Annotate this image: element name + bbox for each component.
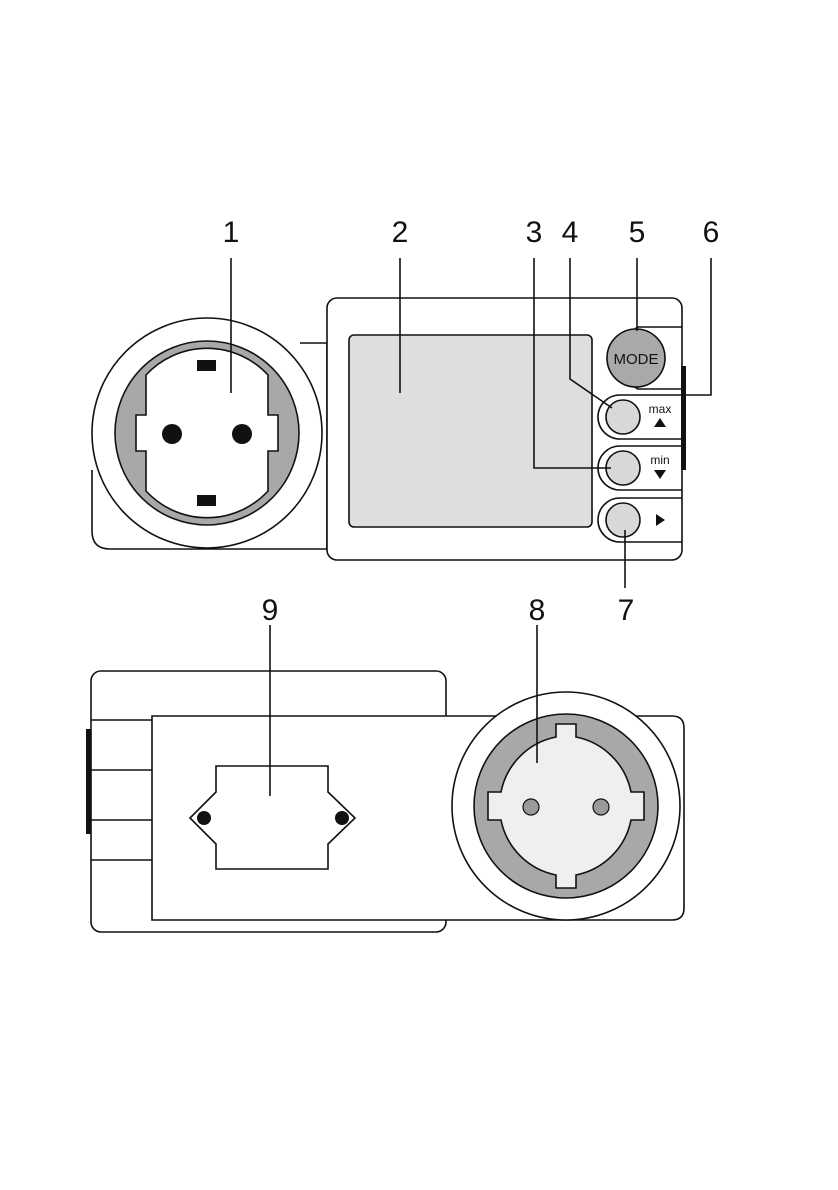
max-button-label: max — [649, 402, 672, 416]
next-button[interactable] — [606, 503, 640, 537]
front-socket-hole-right — [232, 424, 252, 444]
max-button[interactable] — [606, 400, 640, 434]
callout-4: 4 — [562, 216, 579, 249]
front-view: MODE max min — [92, 298, 686, 560]
callout-2: 2 — [392, 216, 409, 249]
front-earth-clip-bottom — [197, 495, 216, 506]
side-rail — [681, 366, 686, 470]
back-socket-pin-right — [593, 799, 609, 815]
min-button-label: min — [650, 453, 669, 467]
callout-5: 5 — [629, 216, 646, 249]
front-socket-hole-left — [162, 424, 182, 444]
back-view — [86, 671, 684, 932]
callout-6: 6 — [703, 216, 720, 249]
leader-6 — [682, 258, 711, 395]
min-button[interactable] — [606, 451, 640, 485]
callout-7: 7 — [618, 594, 635, 627]
front-socket-face — [136, 348, 278, 517]
rating-plate-screw-right — [335, 811, 349, 825]
mode-button-label: MODE — [614, 351, 659, 368]
front-earth-clip-top — [197, 360, 216, 371]
lcd-display — [349, 335, 592, 527]
callout-8: 8 — [529, 594, 546, 627]
callout-3: 3 — [526, 216, 543, 249]
callout-9: 9 — [262, 594, 279, 627]
callout-1: 1 — [223, 216, 240, 249]
rating-plate-screw-left — [197, 811, 211, 825]
back-socket-pin-left — [523, 799, 539, 815]
back-side-rail — [86, 729, 91, 834]
